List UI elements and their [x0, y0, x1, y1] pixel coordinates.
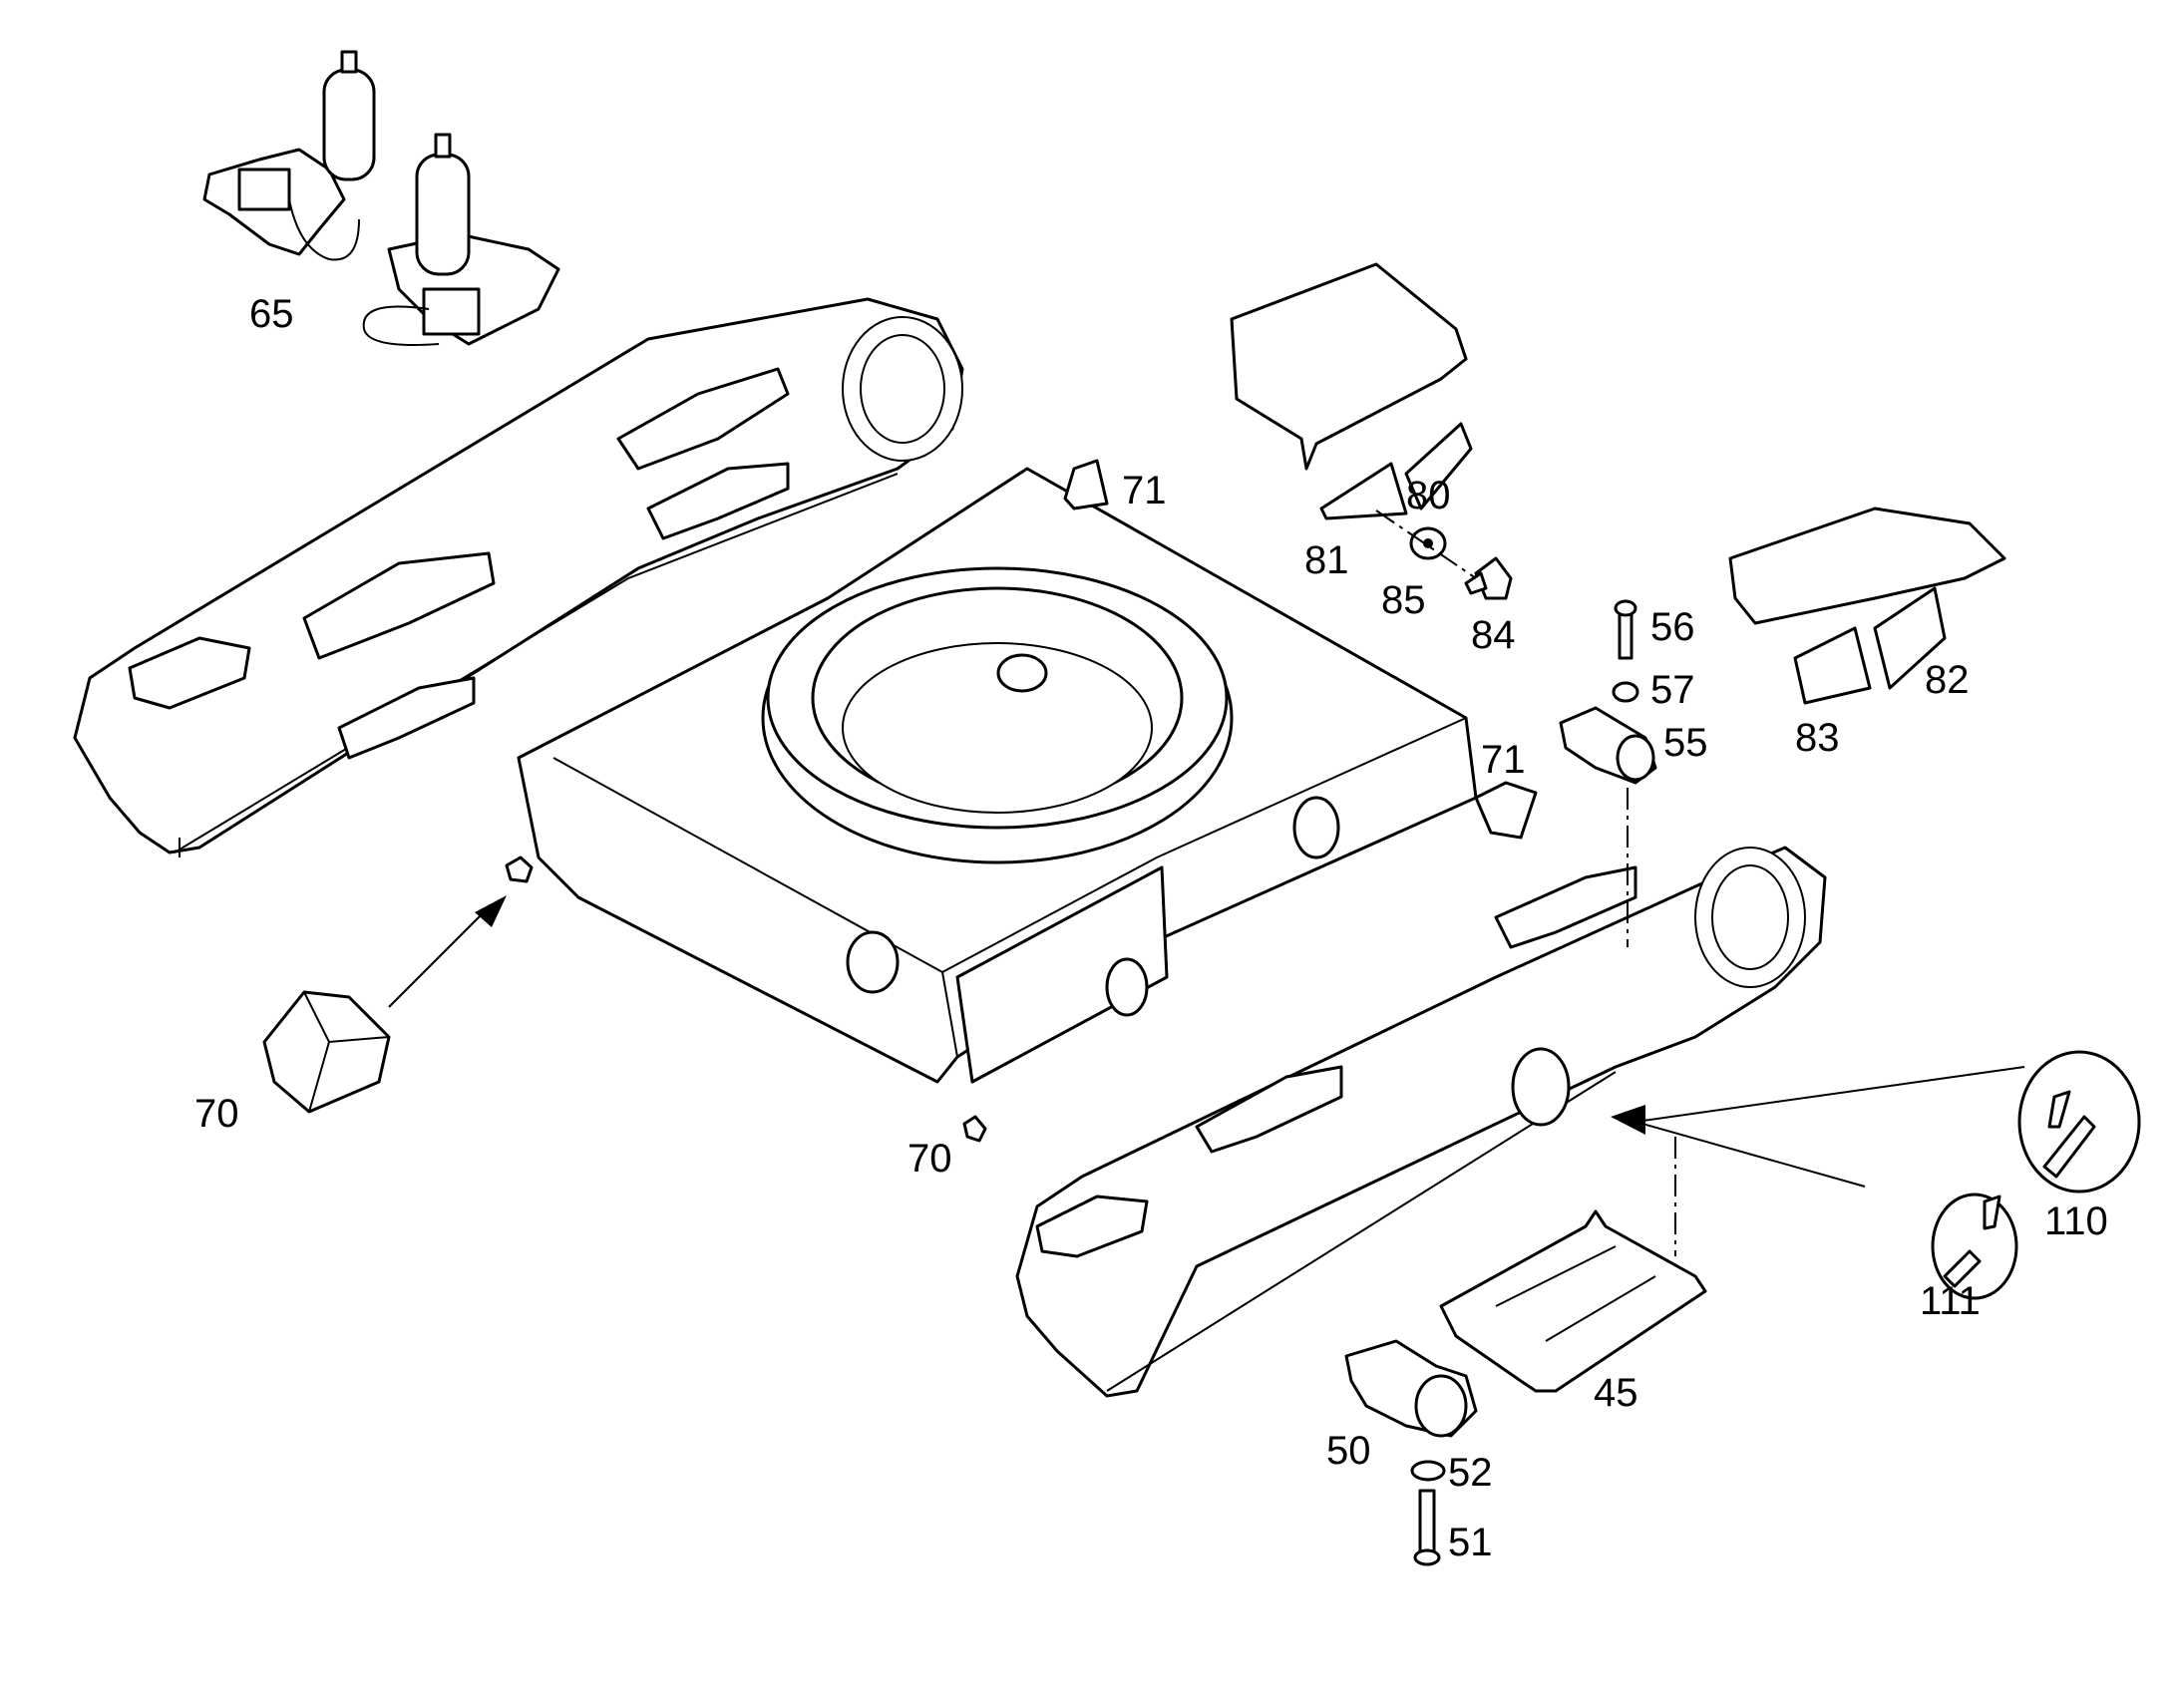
part-56-bolt-head	[1614, 599, 1637, 617]
callout-82: 82	[1925, 658, 1970, 702]
callout-80: 80	[1406, 474, 1451, 517]
callout-71-right: 71	[1481, 738, 1526, 782]
left-track-frame	[73, 297, 964, 857]
part-111-decal	[1931, 1193, 2018, 1300]
part-guard-right	[1728, 507, 2006, 625]
part-55-carrier-roller	[1559, 706, 1657, 785]
part-84-bolt	[1464, 556, 1513, 600]
leader-111	[1635, 1121, 1866, 1188]
part-71-wedge-right	[1474, 781, 1538, 840]
callout-81: 81	[1304, 538, 1349, 582]
callout-70-left: 70	[194, 1092, 239, 1136]
callout-65: 65	[249, 292, 294, 336]
callout-83: 83	[1795, 716, 1840, 760]
part-65-accumulator-assembly	[202, 50, 560, 346]
part-83-plate	[1793, 626, 1872, 705]
part-50-track-roller	[1344, 1339, 1478, 1438]
turntable-ring	[761, 566, 1234, 864]
callout-50: 50	[1326, 1429, 1371, 1473]
arrowhead-110	[1611, 1105, 1645, 1135]
part-70-block-small-left	[505, 855, 534, 883]
part-guard-upper-left	[1230, 262, 1468, 471]
callout-111: 111	[1920, 1279, 1981, 1323]
callout-56: 56	[1650, 605, 1695, 649]
part-71-wedge-top	[1063, 459, 1109, 511]
part-70-block-small-center	[962, 1115, 987, 1143]
part-51-bolt-head	[1413, 1548, 1441, 1566]
callout-57: 57	[1650, 668, 1695, 712]
part-80-plate	[1404, 422, 1473, 511]
callout-84: 84	[1471, 613, 1516, 657]
part-70-block-large	[262, 990, 391, 1114]
part-81-plate	[1319, 462, 1408, 520]
part-51-bolt	[1418, 1489, 1436, 1557]
callout-52: 52	[1448, 1451, 1493, 1495]
part-57-washer	[1612, 681, 1639, 703]
right-track-frame	[1015, 846, 1827, 1398]
part-45-track-guide	[1439, 1209, 1707, 1393]
callout-85: 85	[1381, 578, 1426, 622]
callout-51: 51	[1448, 1521, 1493, 1564]
arrowhead-70	[475, 895, 507, 927]
part-85-washer-hole	[1423, 538, 1433, 548]
callout-70-center: 70	[908, 1137, 952, 1181]
callout-45: 45	[1594, 1371, 1638, 1415]
part-110-decal	[2017, 1050, 2141, 1194]
leader-70	[388, 906, 490, 1008]
leader-110	[1635, 1066, 2025, 1123]
callout-110: 110	[2044, 1199, 2108, 1243]
callout-71-top: 71	[1122, 469, 1167, 512]
dashline-84	[1375, 510, 1477, 579]
callout-55: 55	[1663, 721, 1708, 765]
part-52-washer	[1410, 1460, 1446, 1482]
part-82-plate	[1873, 586, 1947, 690]
